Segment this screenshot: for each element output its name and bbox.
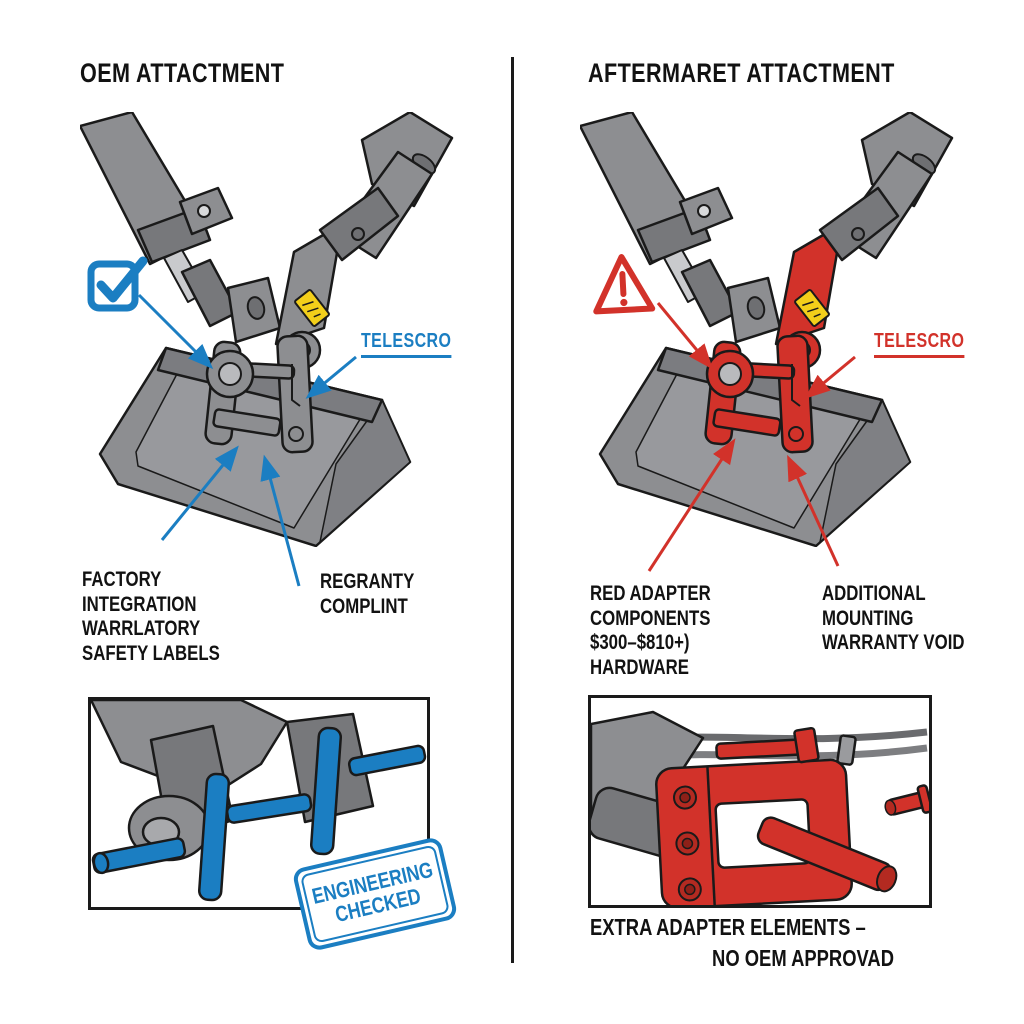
link-plate-center [726, 276, 782, 344]
link-plate-center [226, 276, 282, 344]
safety-warning-label [794, 289, 830, 327]
warranty-compliant-label: REGRANTY COMPLINT [320, 570, 415, 618]
factory-integration-label: FACTORY INTEGRATION WARRLATORY SAFETY LA… [82, 568, 220, 665]
stick-collar [818, 186, 900, 262]
red-spare-pin [884, 784, 929, 816]
red-main-pin [756, 816, 898, 893]
telescro-label-right: TELESCRO [874, 330, 965, 358]
boom-arm-left [80, 112, 240, 328]
quick-coupler [204, 334, 314, 454]
red-adapter-components-label: RED ADAPTER COMPONENTS $300–$810+) HARDW… [590, 582, 711, 679]
no-oem-approval-caption: EXTRA ADAPTER ELEMENTS – NO OEM APPROVAD [590, 914, 894, 971]
telescro-label-left: TELESCRO [361, 330, 452, 358]
right-panel-title: AFTERMARET ATTACTMENT [588, 58, 895, 88]
panel-divider [511, 57, 514, 963]
checkbox-checked-icon [87, 256, 148, 312]
stick-collar [318, 186, 400, 262]
warning-triangle-icon [593, 254, 656, 315]
left-panel-title: OEM ATTACTMENT [80, 58, 285, 88]
boom-arm-left [580, 112, 740, 328]
safety-warning-label [294, 289, 330, 327]
quick-coupler [704, 334, 814, 454]
additional-mounting-label: ADDITIONAL MOUNTING WARRANTY VOID [822, 582, 965, 654]
aftermarket-adapter-closeup [588, 695, 932, 908]
oem-pins-blue [91, 726, 427, 902]
